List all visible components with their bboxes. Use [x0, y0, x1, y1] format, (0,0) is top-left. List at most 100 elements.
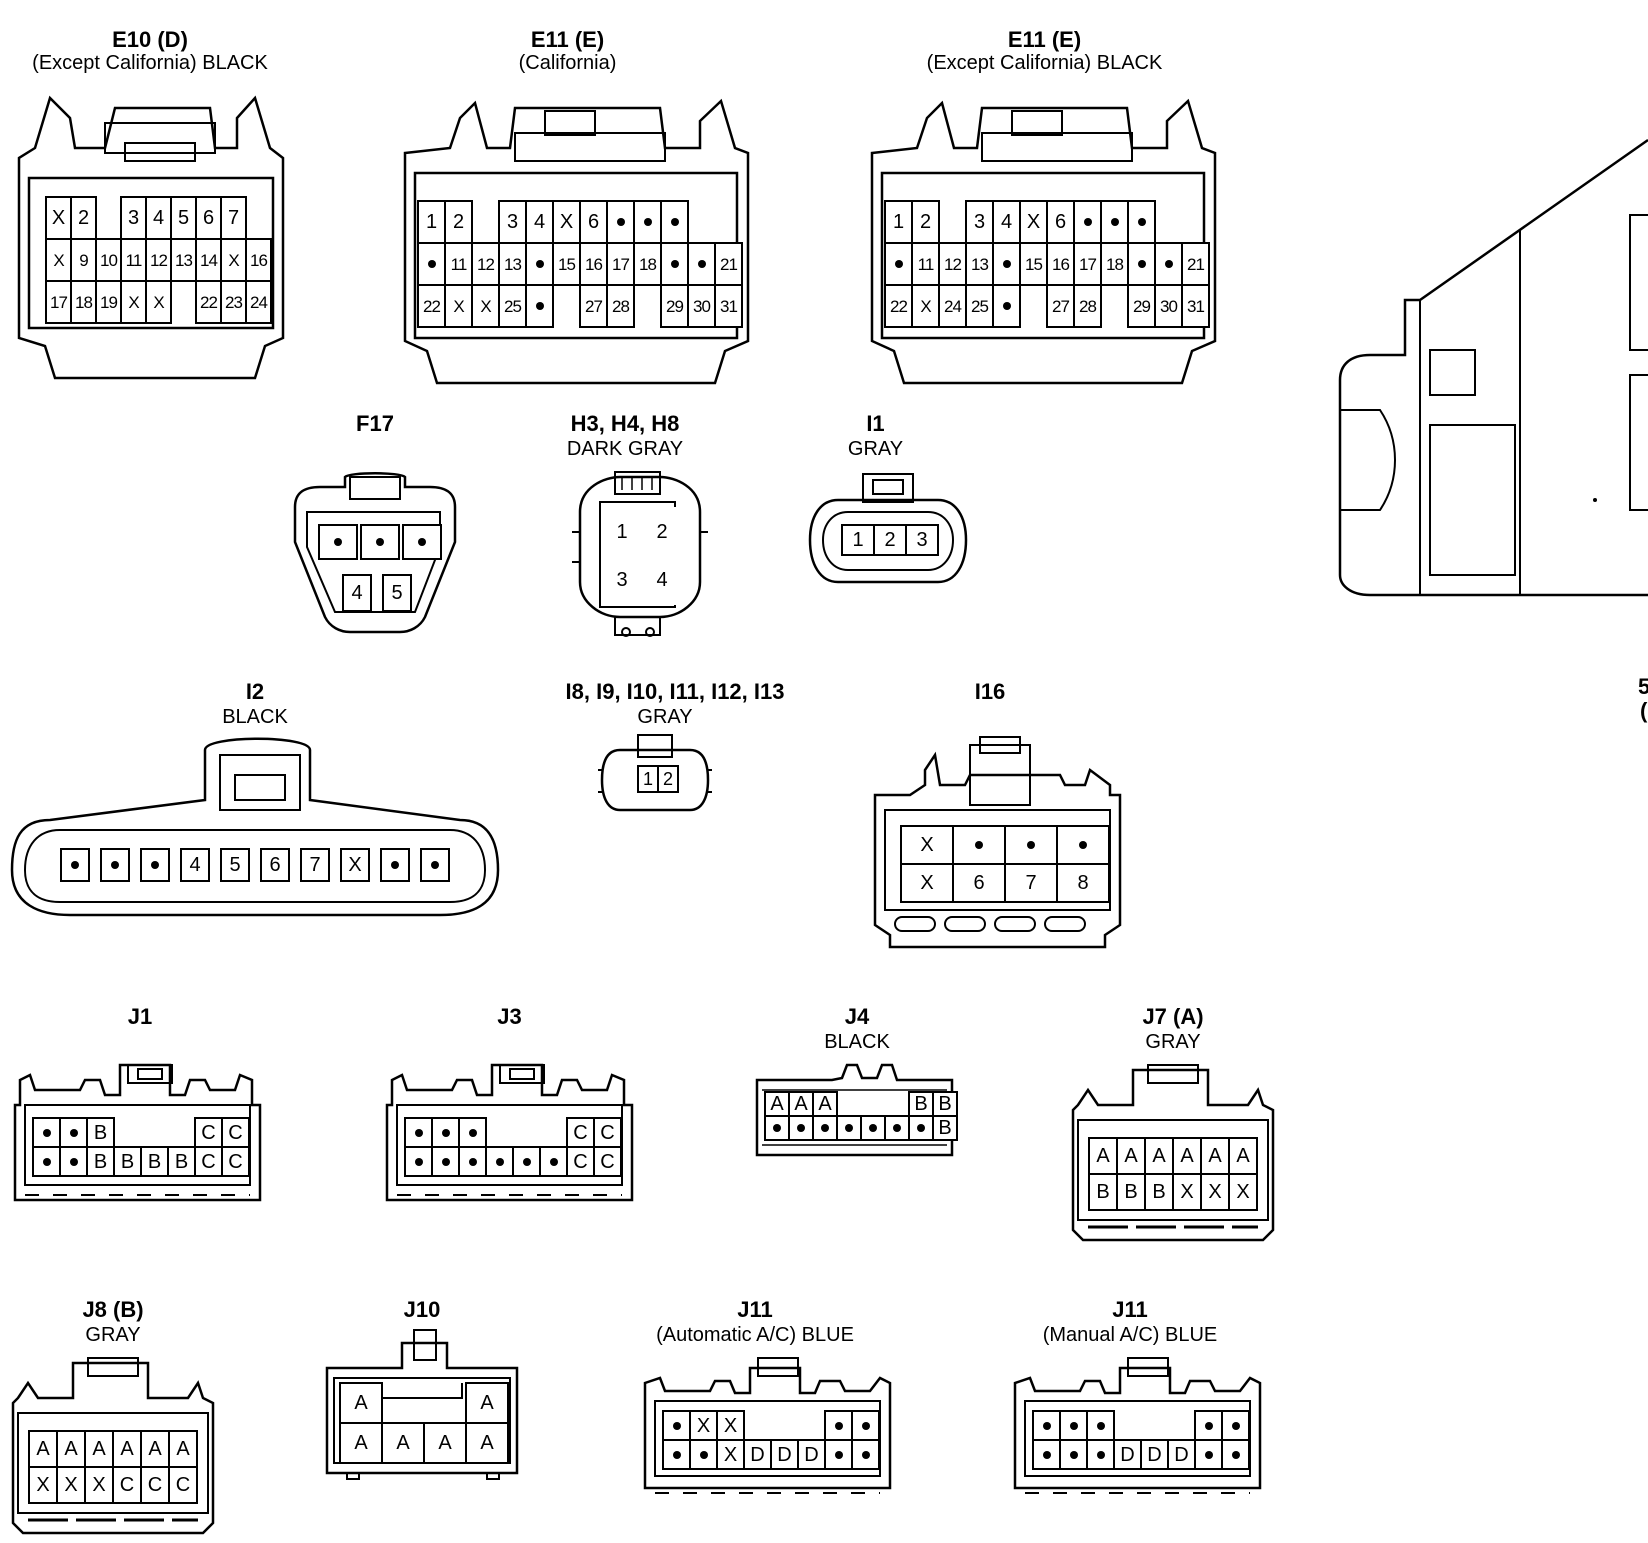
pin-grid: A A A A A A	[339, 1382, 509, 1464]
pin: C	[221, 1146, 250, 1177]
pin: 21	[714, 242, 743, 286]
pin-empty	[404, 1146, 433, 1177]
connector-subtitle: (California)	[518, 52, 617, 74]
pin-row: 1 2 3	[841, 524, 939, 556]
pin: B	[1144, 1173, 1174, 1211]
connector-housing	[17, 95, 285, 380]
pin: C	[593, 1117, 622, 1148]
pin: 13	[170, 238, 197, 282]
connector-housing	[325, 1329, 519, 1480]
pin-empty	[420, 848, 450, 882]
pin: 1	[637, 765, 659, 793]
connector-i2: I2 BLACK 4 5 6 7 X	[10, 680, 500, 920]
pin: A	[1172, 1137, 1202, 1175]
pin: X	[220, 238, 247, 282]
pin: X	[471, 284, 500, 328]
connector-housing	[598, 734, 712, 812]
pin-empty	[662, 1439, 691, 1470]
pin-empty	[458, 1146, 487, 1177]
pin: X	[716, 1439, 745, 1470]
connector-housing	[385, 1063, 634, 1202]
pin: A	[56, 1430, 86, 1468]
edge-text: (	[1640, 698, 1648, 723]
pin-empty	[1221, 1410, 1250, 1441]
pin-grid: C C C C	[404, 1117, 622, 1177]
pin: X	[444, 284, 473, 328]
pin-grid: A A A A A A X X X C C C	[28, 1430, 198, 1504]
connector-title: I2	[245, 679, 265, 704]
pin: 9	[70, 238, 97, 282]
connector-subtitle: (Manual A/C) BLUE	[1042, 1324, 1218, 1346]
pin-grid: B C C B B B B C C	[32, 1117, 250, 1177]
connector-title: J11	[1112, 1297, 1148, 1322]
pin: 2	[70, 196, 97, 240]
pin-empty	[884, 1115, 910, 1141]
pin-empty	[1194, 1439, 1223, 1470]
pin-empty	[689, 1439, 718, 1470]
connector-housing	[572, 471, 708, 637]
pin: C	[566, 1117, 595, 1148]
pin: A	[140, 1430, 170, 1468]
connector-j10: J10 A A A A A A	[322, 1298, 522, 1488]
pin-empty	[851, 1410, 880, 1441]
pin: A	[1116, 1137, 1146, 1175]
key-slot	[485, 1117, 514, 1148]
pin-empty	[59, 1117, 88, 1148]
pin-empty	[1004, 825, 1058, 865]
key-slot	[423, 1382, 467, 1424]
housing-outline	[1338, 138, 1648, 597]
pin-empty	[1059, 1439, 1088, 1470]
pin-empty	[884, 242, 913, 286]
pin: A	[465, 1382, 509, 1424]
pin: 25	[965, 284, 994, 328]
key-slot	[471, 200, 500, 244]
pin-empty	[764, 1115, 790, 1141]
pin-row	[318, 524, 442, 560]
pin: 18	[1100, 242, 1129, 286]
pin: A	[423, 1422, 467, 1464]
key-slot	[1100, 284, 1129, 328]
pin: B	[140, 1146, 169, 1177]
pin-empty	[431, 1117, 460, 1148]
pin-empty	[100, 848, 130, 882]
connector-i16: I16 X X 6 7 8	[870, 680, 1130, 949]
connector-title: E11 (E)	[1007, 27, 1082, 52]
pin: 18	[70, 280, 97, 324]
pin: 2	[873, 524, 907, 556]
connector-housing	[1071, 1064, 1275, 1242]
pin-spacer	[687, 200, 716, 244]
connector-i8-i13: I8, I9, I10, I11, I12, I13 GRAY 1 2	[550, 680, 800, 840]
connector-title: E11 (E)	[530, 27, 605, 52]
pin: 4	[643, 555, 681, 605]
connector-j4: J4 BLACK A A A B B B	[752, 1005, 962, 1165]
pin: 28	[606, 284, 635, 328]
pin-spacer	[1181, 200, 1210, 244]
pin: 4	[180, 848, 210, 882]
connector-title: F17	[356, 411, 394, 436]
connector-j11-automatic: J11 (Automatic A/C) BLUE X X X D D D	[640, 1298, 895, 1508]
pin: 8	[1056, 863, 1110, 903]
pin: X	[45, 238, 72, 282]
pin: 11	[911, 242, 940, 286]
pin-empty	[1086, 1439, 1115, 1470]
pin: 6	[579, 200, 608, 244]
pin: 6	[260, 848, 290, 882]
pin: 14	[195, 238, 222, 282]
pin: 5	[170, 196, 197, 240]
pin: 30	[687, 284, 716, 328]
pin: 17	[45, 280, 72, 324]
connector-i1: I1 GRAY 1 2 3	[808, 412, 968, 602]
connector-housing	[755, 1063, 954, 1157]
pin: D	[797, 1439, 826, 1470]
pin-empty	[1221, 1439, 1250, 1470]
pin-empty	[908, 1115, 934, 1141]
pin-grid: A A A A A A B B B X X X	[1088, 1137, 1258, 1211]
pin-row: 4 5	[342, 574, 412, 612]
pin-grid: X X 6 7 8	[900, 825, 1110, 903]
pin: 24	[245, 280, 272, 324]
pin: 22	[417, 284, 446, 328]
connector-subtitle: (Automatic A/C) BLUE	[656, 1324, 854, 1346]
pin: 3	[120, 196, 147, 240]
key-slot	[95, 196, 122, 240]
connector-j7: J7 (A) GRAY A A A A A A B B B X X X	[1068, 1005, 1278, 1245]
